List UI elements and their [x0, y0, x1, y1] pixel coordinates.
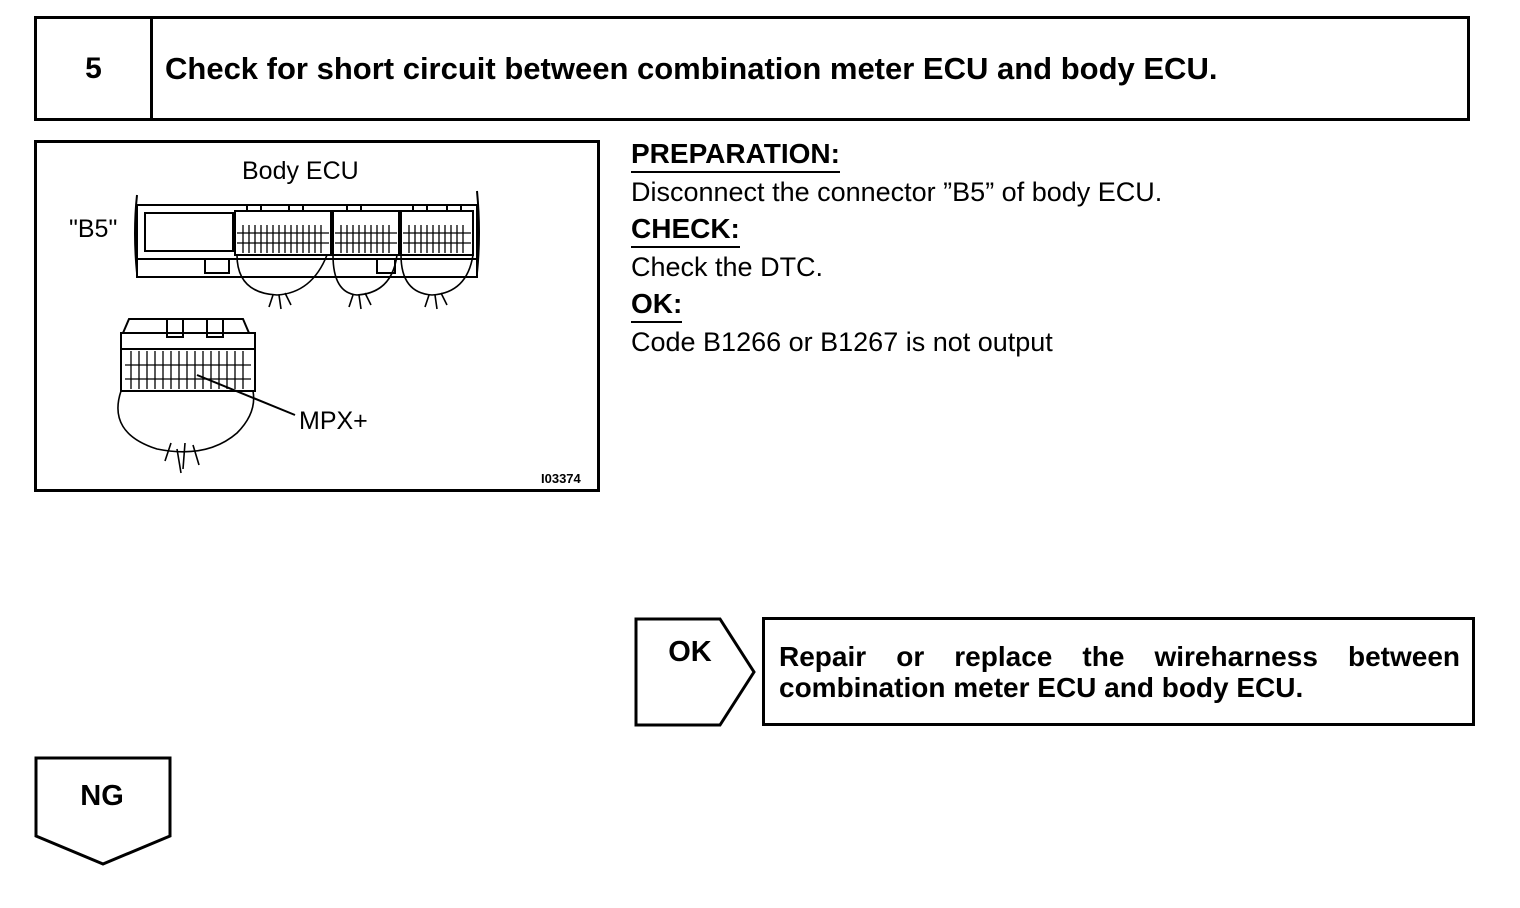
ok-label: OK [668, 636, 712, 668]
preparation-text: Disconnect the connector ”B5” of body EC… [631, 177, 1163, 207]
connector-diagram: Body ECU "B5" MPX+ I03374 [34, 140, 600, 492]
ok-text: Code B1266 or B1267 is not output [631, 327, 1053, 357]
step-number: 5 [37, 19, 153, 118]
pin-label: MPX+ [299, 407, 368, 435]
figure-id: I03374 [541, 471, 581, 486]
step-header: 5 Check for short circuit between combin… [34, 16, 1470, 121]
ng-arrow-icon [34, 756, 172, 866]
check-text: Check the DTC. [631, 252, 824, 282]
ecu-label: Body ECU [242, 157, 359, 185]
connector-illustration [117, 190, 480, 474]
ok-arrow-icon [634, 617, 756, 727]
preparation-heading: PREPARATION: [631, 137, 840, 173]
instructions: PREPARATION: Disconnect the connector ”B… [631, 137, 1471, 362]
check-heading: CHECK: [631, 212, 740, 248]
ok-result-line-1: Repair or replace the wireharness betwee… [779, 641, 1460, 672]
step-title: Check for short circuit between combinat… [165, 50, 1218, 86]
ok-result-box: Repair or replace the wireharness betwee… [762, 617, 1475, 726]
ok-result-line-2: combination meter ECU and body ECU. [779, 672, 1304, 703]
connector-label: "B5" [69, 215, 118, 243]
ok-heading: OK: [631, 287, 683, 323]
ng-label: NG [80, 780, 124, 812]
